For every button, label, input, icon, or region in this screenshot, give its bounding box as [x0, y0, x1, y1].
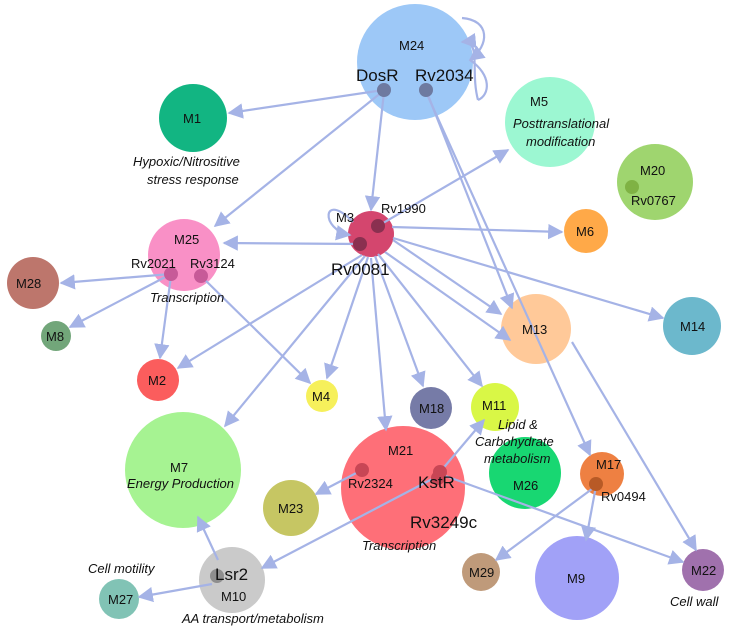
node-M3[interactable]	[348, 211, 394, 257]
function-annotations: Hypoxic/Nitrositive stress response Post…	[88, 116, 720, 626]
annotation-aa-transport: AA transport/metabolism	[181, 611, 324, 626]
annotation-posttrans-line2: modification	[526, 134, 595, 149]
node-M7[interactable]	[125, 412, 241, 528]
annotation-cell-wall: Cell wall	[670, 594, 720, 609]
node-M22[interactable]	[682, 549, 724, 591]
label-M7: M7	[170, 460, 188, 475]
gene-dot-lsr2[interactable]	[210, 569, 224, 583]
node-M5[interactable]	[505, 77, 595, 167]
node-M4[interactable]	[306, 380, 338, 412]
annotation-cell-motility: Cell motility	[88, 561, 156, 576]
gene-label-dosr: DosR	[356, 66, 399, 85]
node-M29[interactable]	[462, 553, 500, 591]
node-M28[interactable]	[7, 257, 59, 309]
label-M26: M26	[513, 478, 538, 493]
annotation-hypoxic-line2: stress response	[147, 172, 239, 187]
label-M4: M4	[312, 389, 330, 404]
annotation-transcription-m25: Transcription	[150, 290, 224, 305]
node-M26[interactable]	[489, 437, 561, 509]
gene-dot-rv2324[interactable]	[355, 463, 369, 477]
node-M14[interactable]	[663, 297, 721, 355]
module-nodes	[7, 4, 724, 620]
gene-dot-rv3124[interactable]	[194, 269, 208, 283]
label-M17: M17	[596, 457, 621, 472]
label-M14: M14	[680, 319, 705, 334]
node-M20[interactable]	[617, 144, 693, 220]
gene-label-rv1990: Rv1990	[381, 201, 426, 216]
node-M27[interactable]	[99, 579, 139, 619]
label-M9: M9	[567, 571, 585, 586]
label-M29: M29	[469, 565, 494, 580]
label-M10: M10	[221, 589, 246, 604]
gene-dot-rv0081[interactable]	[353, 237, 367, 251]
annotation-lipid-line2: Carbohydrate	[475, 434, 554, 449]
label-M20: M20	[640, 163, 665, 178]
node-M6[interactable]	[564, 209, 608, 253]
label-M18: M18	[419, 401, 444, 416]
gene-dot-rv2034[interactable]	[419, 83, 433, 97]
label-M21: M21	[388, 443, 413, 458]
node-M13[interactable]	[501, 294, 571, 364]
node-M10[interactable]	[199, 547, 265, 613]
annotation-lipid-line1: Lipid &	[498, 417, 538, 432]
label-M11: M11	[482, 398, 506, 413]
gene-dot-rv0494[interactable]	[589, 477, 603, 491]
module-labels: M24 M1 M5 M20 M6 M3 M25 M28 M8 M2 M4 M13…	[16, 38, 716, 607]
gene-label-rv0494: Rv0494	[601, 489, 646, 504]
node-M24[interactable]	[357, 4, 473, 120]
gene-dots	[164, 83, 639, 583]
annotation-posttrans-line1: Posttranslational	[513, 116, 610, 131]
label-M13: M13	[522, 322, 547, 337]
label-M27: M27	[108, 592, 133, 607]
gene-dot-rv1990[interactable]	[371, 219, 385, 233]
label-M3: M3	[336, 210, 354, 225]
label-M25: M25	[174, 232, 199, 247]
label-M1: M1	[183, 111, 201, 126]
label-M28: M28	[16, 276, 41, 291]
node-M21[interactable]	[341, 426, 465, 550]
label-M24: M24	[399, 38, 424, 53]
gene-label-rv2034: Rv2034	[415, 66, 474, 85]
node-M2[interactable]	[137, 359, 179, 401]
annotation-transcription-m21: Transcription	[362, 538, 436, 553]
node-M18[interactable]	[410, 387, 452, 429]
label-M22: M22	[691, 563, 716, 578]
gene-label-rv3249c: Rv3249c	[410, 513, 478, 532]
gene-label-lsr2: Lsr2	[215, 565, 248, 584]
gene-label-rv0081: Rv0081	[331, 260, 390, 279]
label-M23: M23	[278, 501, 303, 516]
gene-label-rv2324: Rv2324	[348, 476, 393, 491]
label-M5: M5	[530, 94, 548, 109]
gene-dot-rv3249c[interactable]	[431, 471, 445, 485]
gene-dot-rv2021[interactable]	[164, 267, 178, 281]
node-M1[interactable]	[159, 84, 227, 152]
gene-label-kstr: KstR	[418, 473, 455, 492]
gene-dot-rv0767[interactable]	[625, 180, 639, 194]
gene-label-rv3124: Rv3124	[190, 256, 235, 271]
node-M9[interactable]	[535, 536, 619, 620]
gene-labels: DosR Rv2034 Rv1990 Rv0081 Rv0767 Rv2021 …	[131, 66, 676, 584]
annotation-hypoxic-line1: Hypoxic/Nitrositive	[133, 154, 240, 169]
annotation-lipid-line3: metabolism	[484, 451, 551, 466]
gene-dot-dosr[interactable]	[377, 83, 391, 97]
label-M2: M2	[148, 373, 166, 388]
gene-label-rv0767: Rv0767	[631, 193, 676, 208]
annotation-energy: Energy Production	[127, 476, 234, 491]
gene-label-rv2021: Rv2021	[131, 256, 176, 271]
regulatory-edges	[59, 16, 697, 603]
node-M23[interactable]	[263, 480, 319, 536]
label-M6: M6	[576, 224, 594, 239]
node-M8[interactable]	[41, 321, 71, 351]
label-M8: M8	[46, 329, 64, 344]
